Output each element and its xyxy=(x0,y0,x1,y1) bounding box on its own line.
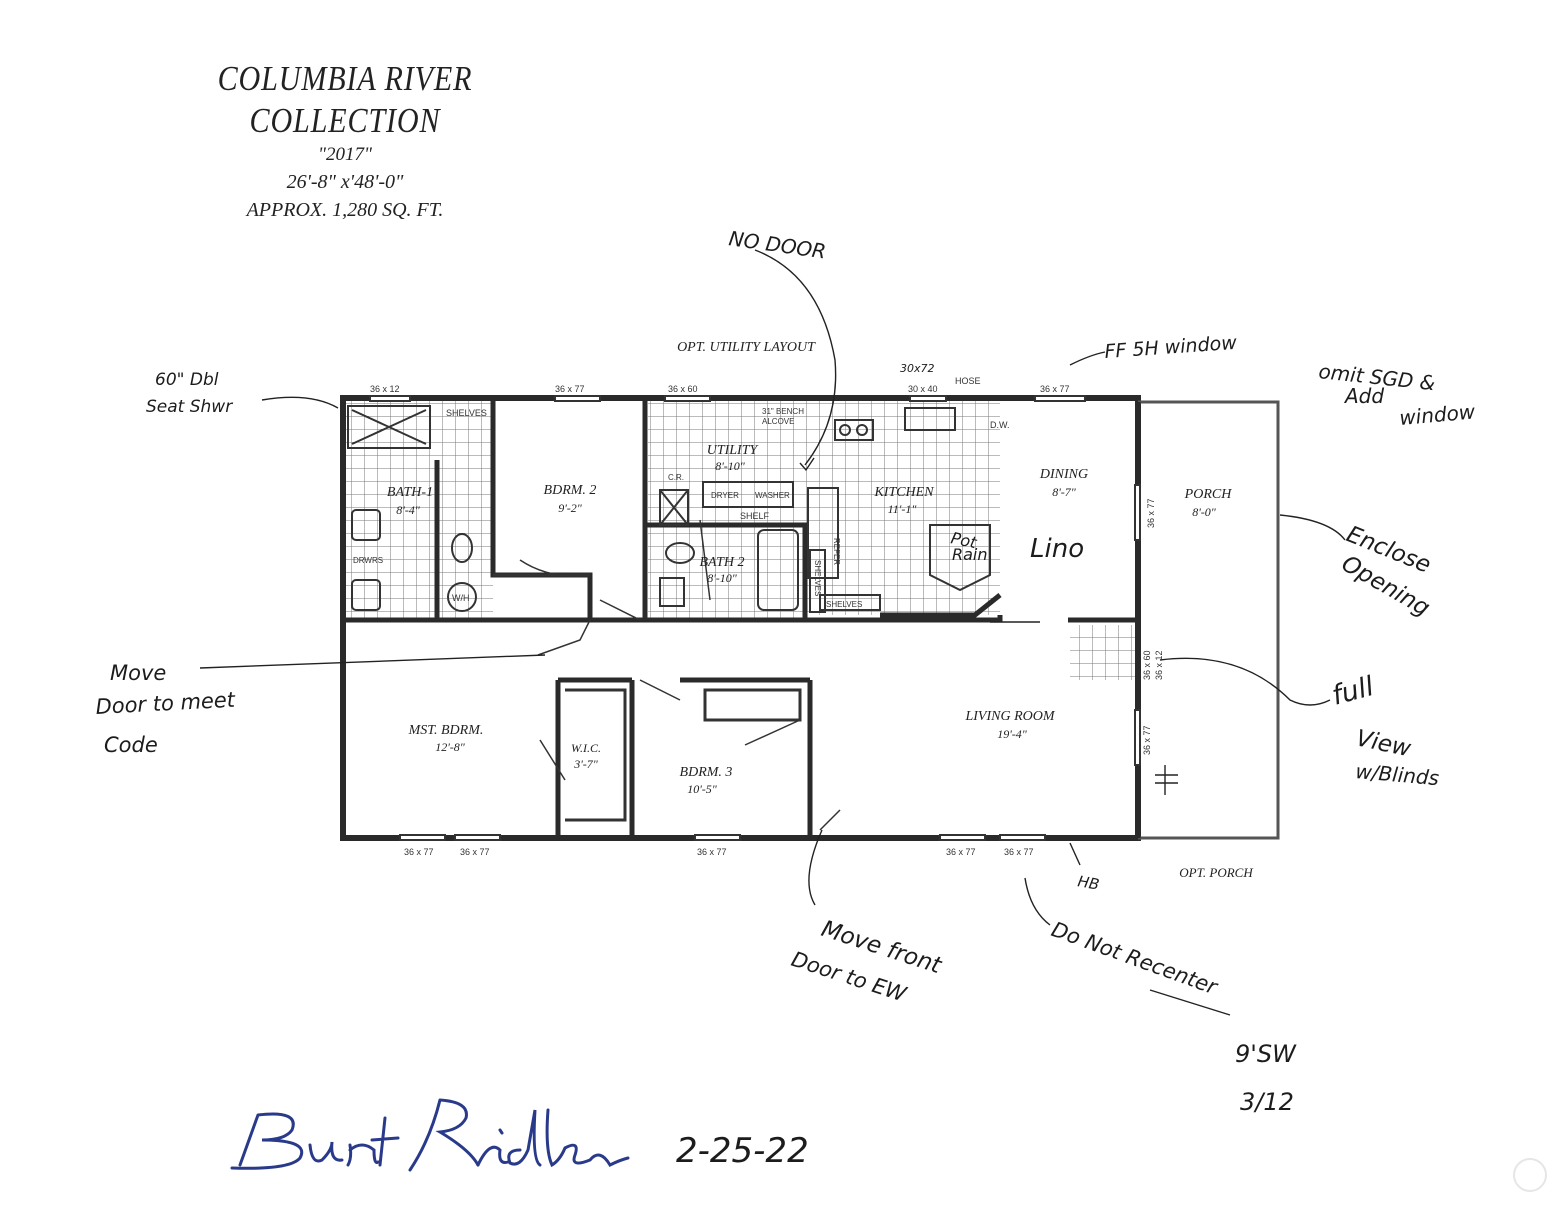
signature-image xyxy=(230,1098,630,1172)
note-move-door-line1: Move xyxy=(110,661,166,685)
plan-title: COLUMBIA RIVER COLLECTION xyxy=(217,59,473,140)
note-full-view-line2: View xyxy=(1354,725,1413,762)
room-porch-name: PORCH xyxy=(1184,487,1233,502)
note-do-not-recenter: Do Not Recenter xyxy=(1048,917,1221,1000)
label-shelves-kitchen: SHELVES xyxy=(826,600,862,609)
room-bath2-name: BATH 2 xyxy=(700,555,745,570)
plan-header: COLUMBIA RIVER COLLECTION "2017" 26'-8" … xyxy=(110,58,580,224)
window-label-top-4: 30 x 40 xyxy=(908,384,938,394)
tile-floor-areas xyxy=(345,400,1135,680)
room-kitchen-name: KITCHEN xyxy=(873,485,934,500)
room-bath1-name: BATH-1 xyxy=(387,485,433,500)
room-bdrm3-size: 10'-5" xyxy=(687,782,718,796)
window-label-bottom-1: 36 x 77 xyxy=(404,847,434,857)
label-washer: WASHER xyxy=(755,491,790,500)
window-label-bottom-2: 36 x 77 xyxy=(460,847,490,857)
window-label-top-3: 36 x 60 xyxy=(668,384,698,394)
label-alcove: ALCOVE xyxy=(762,417,794,426)
note-move-door-line3: Code xyxy=(104,733,158,757)
window-label-right-4: 36 x 77 xyxy=(1142,725,1152,755)
note-shower-line2: Seat Shwr xyxy=(146,397,233,417)
signature-date: 2-25-22 xyxy=(676,1131,809,1171)
plan-dimensions: 26'-8" x'48'-0" xyxy=(286,171,404,193)
room-wic-name: W.I.C. xyxy=(571,741,601,755)
door-swings xyxy=(519,519,841,831)
windows-top xyxy=(369,395,1086,402)
label-refer: REFER xyxy=(832,538,841,565)
room-bdrm2-name: BDRM. 2 xyxy=(544,483,597,498)
room-master-bedroom-name: MST. BDRM. xyxy=(408,723,484,738)
note-lino: Lino xyxy=(1030,534,1084,564)
room-bdrm2-size: 9'-2" xyxy=(558,501,583,515)
opt-porch-label: OPT. PORCH xyxy=(1179,865,1253,880)
room-dining-name: DINING xyxy=(1039,467,1088,482)
room-wic-size: 3'-7" xyxy=(573,757,599,771)
room-living-size: 19'-4" xyxy=(997,727,1028,741)
room-living-name: LIVING ROOM xyxy=(964,709,1055,724)
note-no-door: NO DOOR xyxy=(727,226,827,263)
note-omit-line2: Add xyxy=(1343,384,1384,408)
room-utility-name: UTILITY xyxy=(707,443,760,458)
label-shelf: SHELF xyxy=(740,511,770,521)
window-label-top-5: 36 x 77 xyxy=(1040,384,1070,394)
room-porch-size: 8'-0" xyxy=(1192,505,1217,519)
room-bath2-size: 8'-10" xyxy=(707,571,738,585)
window-label-bottom-4: 36 x 77 xyxy=(946,847,976,857)
window-label-top-2: 36 x 77 xyxy=(555,384,585,394)
label-cr: C.R. xyxy=(668,473,684,482)
porch-outline xyxy=(1138,400,1280,840)
room-dining-size: 8'-7" xyxy=(1052,485,1077,499)
note-fp-window: FF 5H window xyxy=(1104,332,1238,363)
opt-utility-layout-label: OPT. UTILITY LAYOUT xyxy=(677,340,816,355)
windows-bottom xyxy=(399,834,1046,841)
note-roof-pitch: 3/12 xyxy=(1240,1088,1294,1116)
window-label-right-1: 36 x 77 xyxy=(1146,498,1156,528)
label-water-heater: W/H xyxy=(452,593,470,603)
label-dishwasher: D.W. xyxy=(990,420,1010,430)
room-master-bedroom-size: 12'-8" xyxy=(435,740,466,754)
note-rain: Rain xyxy=(952,545,988,564)
plan-area: APPROX. 1,280 SQ. FT. xyxy=(246,199,444,221)
room-kitchen-size: 11'-1" xyxy=(888,502,918,516)
label-hose: HOSE xyxy=(955,376,981,386)
note-full-view-line1: full xyxy=(1329,671,1378,712)
room-utility-size: 8'-10" xyxy=(715,459,746,473)
watermark-icon xyxy=(1513,1158,1547,1192)
plan-model-year: "2017" xyxy=(318,144,372,165)
note-shower-line1: 60" Dbl xyxy=(155,370,219,390)
window-label-right-2: 36 x 60 xyxy=(1142,650,1152,680)
label-dryer: DRYER xyxy=(711,491,739,500)
label-shelves-bath2: SHELVES xyxy=(813,560,822,596)
note-sidewall-height: 9'SW xyxy=(1235,1040,1297,1068)
label-drawers: DRWRS xyxy=(353,556,383,565)
window-label-bottom-3: 36 x 77 xyxy=(697,847,727,857)
annotation-leaders xyxy=(199,249,1346,1016)
window-label-top-1: 36 x 12 xyxy=(370,384,400,394)
note-bar: 30x72 xyxy=(900,362,935,375)
window-label-bottom-5: 36 x 77 xyxy=(1004,847,1034,857)
room-bdrm3-name: BDRM. 3 xyxy=(680,765,733,780)
window-label-right-3: 36 x 12 xyxy=(1154,650,1164,680)
room-bath1-size: 8'-4" xyxy=(396,503,421,517)
label-bench: 31" BENCH xyxy=(762,407,804,416)
note-hose-bib: HB xyxy=(1076,872,1100,893)
fixtures xyxy=(347,405,991,613)
note-move-door-line2: Door to meet xyxy=(95,688,236,719)
note-omit-line3: window xyxy=(1398,399,1476,430)
note-full-view-line3: w/Blinds xyxy=(1355,759,1441,790)
windows-right xyxy=(1134,484,1141,766)
label-shelves-bath1: SHELVES xyxy=(446,408,487,418)
